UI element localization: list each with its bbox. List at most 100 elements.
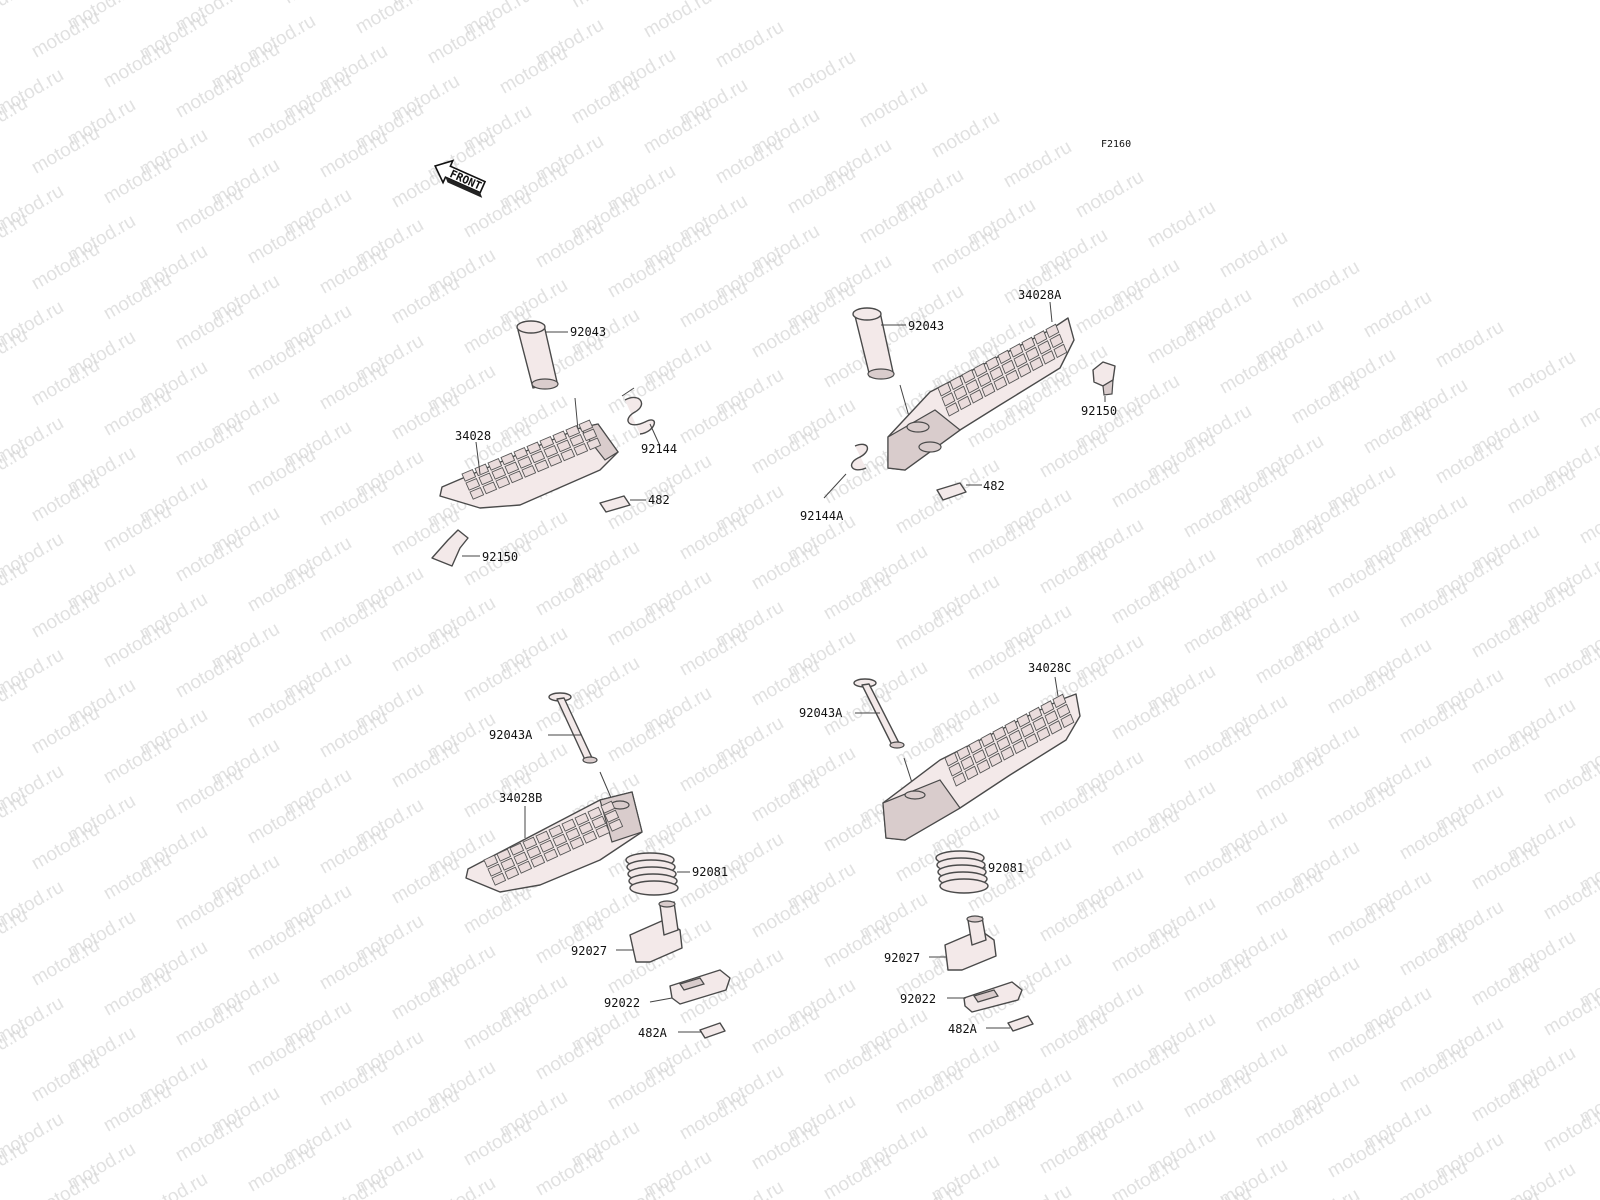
tread-block: [552, 430, 568, 444]
tread-block: [509, 842, 525, 856]
tread-block: [1000, 746, 1015, 761]
tread-block: [474, 463, 490, 477]
tread-block: [1016, 713, 1031, 728]
watermark-text: motod.ru: [424, 1173, 499, 1200]
plate-part: [963, 981, 1023, 1013]
tread-block: [573, 443, 589, 456]
tread-block: [1029, 356, 1044, 372]
tread-block: [517, 456, 533, 469]
assembly-front-left: 92043 34028 92144 482 92150: [431, 320, 677, 567]
tread-block: [535, 830, 551, 844]
watermark-text: motod.ru: [28, 1167, 103, 1200]
tread-block: [968, 739, 983, 754]
tread-block: [595, 824, 611, 838]
tread-block: [992, 726, 1007, 741]
callout-92081: 92081: [692, 865, 728, 879]
tread-block: [961, 369, 976, 384]
tread-block: [508, 470, 524, 484]
tread-block: [587, 806, 603, 820]
tread-block: [521, 465, 537, 478]
tread-block: [556, 842, 572, 856]
tread-block: [988, 752, 1003, 768]
watermark-text: motod.ru: [712, 1177, 787, 1200]
tread-block: [989, 366, 1004, 381]
tread-block: [1009, 343, 1024, 358]
tread-block: [1049, 333, 1064, 349]
tread-block: [560, 448, 576, 462]
watermark-text: motod.ru: [1576, 1189, 1600, 1200]
tread-block: [500, 452, 516, 466]
tread-block: [604, 809, 620, 823]
tread-block: [500, 857, 516, 871]
callout-92043: 92043: [908, 319, 944, 333]
tread-block: [600, 800, 616, 814]
callout-92150: 92150: [482, 550, 518, 564]
tread-block: [952, 772, 967, 787]
watermark-text: motod.ru: [568, 0, 643, 12]
tread-block: [993, 376, 1008, 391]
tread-block: [1021, 336, 1036, 352]
watermark-text: motod.ru: [928, 107, 1003, 163]
callout-482A: 482A: [638, 1026, 668, 1040]
watermark-text: motod.ru: [1504, 347, 1579, 403]
tread-block: [973, 362, 988, 378]
tread-block: [976, 759, 991, 774]
tread-block: [513, 851, 529, 865]
tread-block: [1052, 693, 1067, 709]
tread-block: [565, 827, 581, 841]
tread-block: [586, 437, 602, 451]
tread-block: [526, 441, 542, 455]
tread-block: [569, 434, 585, 447]
tread-block: [957, 395, 972, 411]
tread-block: [530, 854, 546, 868]
spring-part: [625, 852, 679, 896]
callout-92081: 92081: [988, 861, 1024, 875]
tread-block: [1017, 363, 1032, 378]
tread-block: [969, 389, 984, 404]
tread-block: [552, 833, 568, 847]
tread-block: [1013, 353, 1028, 368]
tread-block: [608, 818, 624, 832]
tread-block: [522, 836, 538, 850]
watermark-text: motod.ru: [1504, 1159, 1579, 1200]
tread-block: [574, 812, 590, 826]
tread-block: [539, 839, 555, 853]
watermark-text: motod.ru: [1288, 257, 1363, 313]
tread-block: [487, 863, 503, 877]
callout-92043: 92043: [570, 325, 606, 339]
tread-block: [1028, 706, 1043, 722]
watermark-text: motod.ru: [1396, 1157, 1471, 1200]
tread-block: [548, 824, 564, 838]
tread-block: [1053, 343, 1068, 359]
tread-block: [941, 392, 956, 407]
tread-block: [547, 454, 563, 467]
callout-482A: 482A: [948, 1022, 978, 1036]
tread-block: [496, 848, 512, 862]
assembly-rear-left: 92043A 34028B 92081 92027 92022 482A: [465, 692, 731, 1040]
watermark-text: motod.ru: [1000, 137, 1075, 193]
tread-block: [1040, 700, 1055, 715]
tread-block: [981, 382, 996, 398]
tread-block: [1036, 726, 1051, 742]
footpeg-part: [439, 419, 619, 509]
tread-block: [949, 375, 964, 391]
tread-block: [465, 478, 481, 491]
rubber-part: [1092, 361, 1116, 396]
footpeg-part: [887, 317, 1075, 471]
pin-part: [852, 307, 911, 421]
tread-block: [997, 349, 1012, 365]
callout-92022: 92022: [604, 996, 640, 1010]
tread-block: [513, 447, 529, 460]
tread-block: [1020, 723, 1035, 738]
tread-block: [482, 481, 498, 495]
watermark-text: motod.ru: [1288, 1185, 1363, 1200]
footpeg-part: [465, 791, 643, 893]
tread-block: [1060, 713, 1075, 729]
watermark-text: motod.ru: [1000, 1181, 1075, 1200]
watermark-text: motod.ru: [1540, 869, 1600, 925]
callout-92022: 92022: [900, 992, 936, 1006]
tread-block: [461, 469, 477, 482]
tread-block: [483, 854, 499, 868]
spring-part: [621, 387, 655, 435]
